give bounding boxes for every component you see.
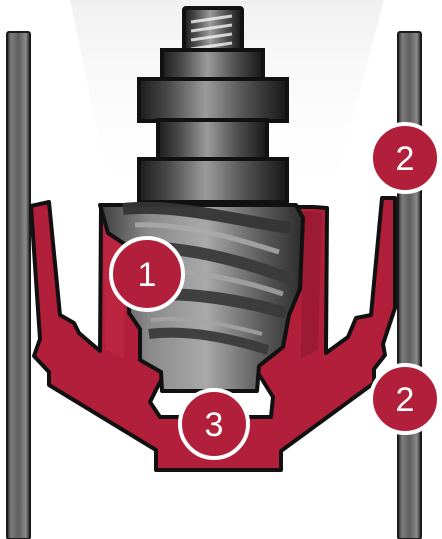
callout-3-label: 3 [205,406,224,444]
bolt-upper-disc [139,79,287,121]
bolt-lower-disc [139,159,287,202]
left-wall [7,32,30,539]
callout-2-top-badge: 2 [371,124,439,192]
callout-3-badge: 3 [180,390,248,458]
callout-1-label: 1 [138,256,157,294]
callout-1-badge: 1 [111,238,183,310]
callout-2-top-label: 2 [396,140,415,178]
bolt-upper-collar [162,50,263,80]
callout-2-bottom-label: 2 [396,381,415,419]
bolt-middle-collar [158,120,267,160]
callout-2-bottom-badge: 2 [371,365,439,433]
right-wall [398,32,421,539]
